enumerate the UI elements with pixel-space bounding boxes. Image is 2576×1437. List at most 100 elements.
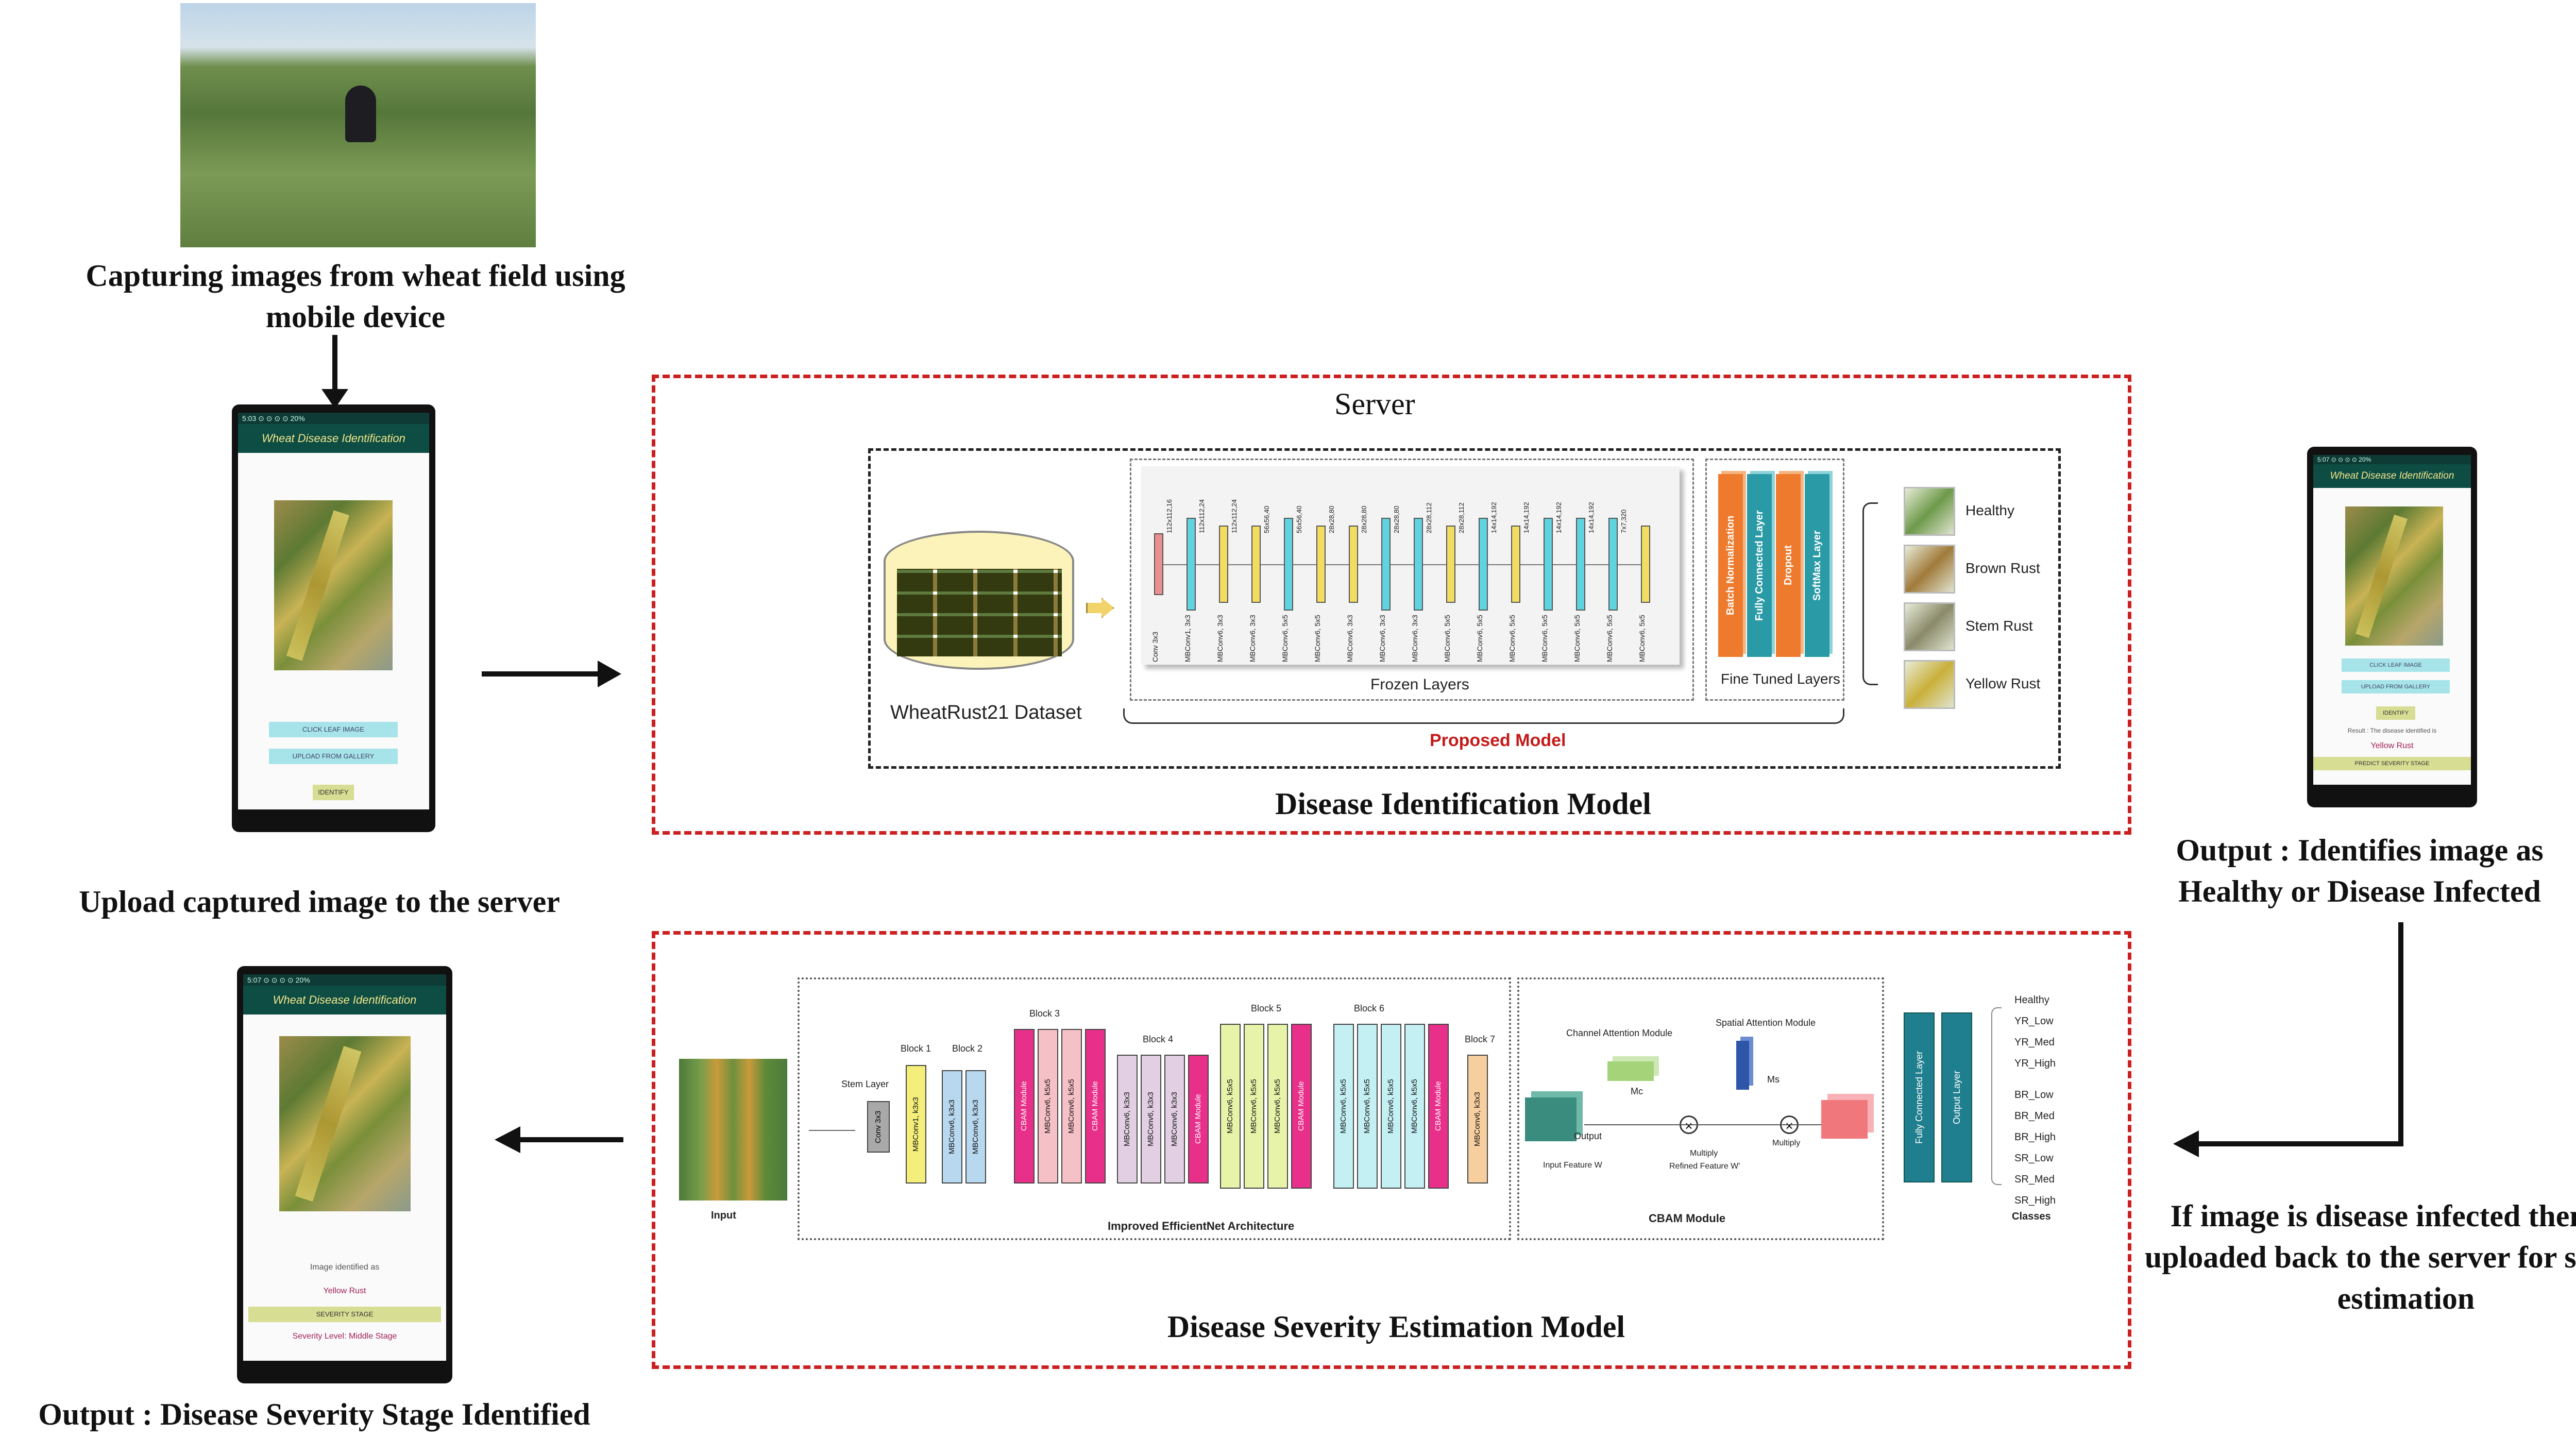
result-value: Yellow Rust — [2370, 741, 2414, 750]
mbconv-label: MBConv6, k5x5 — [1339, 1079, 1348, 1134]
mbconv-layer: MBConv6, k5x5 — [1333, 1024, 1354, 1189]
efficientnet-box — [798, 977, 1511, 1240]
mbconv-label: MBConv6, k5x5 — [1273, 1079, 1282, 1134]
frozen-size-label: 56x56,40 — [1295, 505, 1303, 534]
block-label: Block 4 — [1143, 1034, 1174, 1044]
mbconv-layer: MBConv6, k3x3 — [1141, 1055, 1161, 1184]
arrow-left-severity — [520, 1137, 623, 1142]
phone-severity: 5:07 ⊙ ⊙ ⊙ ⊙ 20% Wheat Disease Identific… — [237, 966, 452, 1383]
severity-class-label: SR_High — [2014, 1195, 2056, 1206]
frozen-size-label: 28x28,80 — [1328, 505, 1335, 534]
class-label: Healthy — [1965, 502, 2014, 518]
server-title: Server — [1334, 387, 1415, 421]
mbconv-label: MBConv6, k5x5 — [1410, 1079, 1419, 1134]
stem-conv-layer: Conv 3x3 — [867, 1101, 890, 1153]
arrow-head-left-severity — [495, 1126, 520, 1153]
cbam-module-layer: CBAM Module — [1085, 1029, 1106, 1184]
class-thumbnail — [1904, 602, 1955, 651]
identified-as-text: Image identified as — [310, 1263, 380, 1272]
frozen-connector — [1618, 564, 1641, 565]
phone-capture: 5:03 ⊙ ⊙ ⊙ ⊙ 20% Wheat Disease Identific… — [232, 404, 435, 832]
cbam-multiply-2: Multiply — [1772, 1139, 1801, 1147]
frozen-layer-label: MBConv6, 5x5 — [1476, 615, 1484, 662]
block-label: Block 6 — [1354, 1003, 1385, 1013]
frozen-connector — [1196, 564, 1219, 565]
frozen-connector — [1423, 564, 1446, 565]
cbam-module-layer: CBAM Module — [1428, 1024, 1449, 1189]
efficientnet-label: Improved EfficientNet Architecture — [1108, 1220, 1295, 1232]
arrow-right-upload — [482, 671, 600, 677]
mbconv-layer: MBConv6, k3x3 — [965, 1070, 986, 1184]
mbconv-layer: MBConv6, k5x5 — [1061, 1029, 1082, 1184]
class-thumbnail — [1904, 487, 1955, 536]
stem-label: Stem Layer — [841, 1079, 889, 1089]
identify-button-2[interactable]: IDENTIFY — [2376, 706, 2415, 720]
severity-class-label: SR_Low — [2014, 1153, 2054, 1164]
cbam-input-cube — [1525, 1097, 1577, 1141]
severity-class-brace — [1991, 1007, 2002, 1185]
frozen-layers-outer — [1130, 459, 1694, 701]
mbconv-label: MBConv6, k3x3 — [1170, 1092, 1179, 1146]
dataset-label: WheatRust21 Dataset — [890, 702, 1082, 723]
class-label: Yellow Rust — [1965, 675, 2041, 691]
identify-button[interactable]: IDENTIFY — [313, 785, 354, 800]
severity-fc-label: Fully Connected Layer — [1914, 1051, 1924, 1144]
mbconv-label: MBConv6, k3x3 — [1473, 1092, 1482, 1146]
frozen-connector — [1520, 564, 1544, 565]
frozen-layer-bar — [1479, 518, 1488, 611]
cbam-title: CBAM Module — [1649, 1212, 1726, 1225]
block-label: Block 7 — [1465, 1034, 1496, 1044]
click-leaf-button[interactable]: CLICK LEAF IMAGE — [269, 722, 398, 737]
frozen-layer-bar — [1641, 526, 1650, 603]
phone-screen-3: 5:07 ⊙ ⊙ ⊙ ⊙ 20% Wheat Disease Identific… — [243, 974, 446, 1361]
fine-tuned-label: Fine Tuned Layers — [1721, 671, 1840, 687]
severity-class-label: Healthy — [2014, 994, 2049, 1006]
identified-disease: Yellow Rust — [323, 1287, 366, 1295]
arrow-down-capture — [332, 335, 337, 392]
block-label: Block 5 — [1251, 1003, 1282, 1013]
upload-gallery-button-2[interactable]: UPLOAD FROM GALLERY — [2342, 680, 2450, 694]
mbconv-layer: MBConv6, k3x3 — [1117, 1055, 1138, 1184]
frozen-size-label: 14x14,192 — [1490, 502, 1498, 533]
block-label: Block 2 — [952, 1043, 983, 1054]
arrow-head-left-reupload — [2173, 1130, 2199, 1157]
tuned-layer-bar: SoftMax Layer — [1805, 474, 1829, 657]
cbam-multiply-1: Multiply — [1690, 1149, 1718, 1158]
frozen-layer-label: Conv 3x3 — [1151, 631, 1159, 662]
frozen-size-label: 28x28,112 — [1425, 502, 1433, 533]
app-title: Wheat Disease Identification — [238, 424, 429, 453]
mbconv-label: MBConv1, k3x3 — [911, 1097, 920, 1152]
frozen-connector — [1488, 564, 1511, 565]
frozen-size-label: 14x14,192 — [1555, 502, 1563, 533]
mbconv-label: MBConv6, k5x5 — [1043, 1079, 1052, 1134]
proposed-model-label: Proposed Model — [1430, 731, 1566, 750]
cbam-module-layer: CBAM Module — [1291, 1024, 1312, 1189]
click-leaf-button-2[interactable]: CLICK LEAF IMAGE — [2342, 658, 2450, 672]
severity-output-label: Output Layer — [1952, 1070, 1962, 1125]
cbam-module-label: CBAM Module — [1434, 1081, 1443, 1131]
frozen-size-label: 112x112,16 — [1165, 499, 1173, 533]
severity-stage-button[interactable]: SEVERITY STAGE — [248, 1307, 441, 1322]
upload-gallery-button[interactable]: UPLOAD FROM GALLERY — [269, 749, 398, 764]
severity-input-image — [679, 1059, 787, 1201]
frozen-layer-bar — [1414, 518, 1423, 611]
mbconv-layer: MBConv1, k3x3 — [906, 1065, 926, 1184]
frozen-layer-bar — [1251, 526, 1261, 603]
cbam-output-label: Output — [1574, 1131, 1602, 1141]
frozen-layer-bar — [1446, 526, 1455, 603]
predict-severity-button[interactable]: PREDICT SEVERITY STAGE — [2313, 757, 2471, 770]
frozen-layer-label: MBConv6, 5x5 — [1605, 615, 1614, 662]
proposed-bracket — [1123, 708, 1844, 724]
frozen-connector — [1293, 564, 1316, 565]
severity-level-text: Severity Level: Middle Stage — [292, 1332, 397, 1341]
frozen-connector — [1391, 564, 1414, 565]
tuned-layer-label: Dropout — [1783, 545, 1794, 586]
tuned-layer-label: Fully Connected Layer — [1754, 510, 1765, 621]
capture-caption: Capturing images from wheat field using … — [86, 259, 625, 334]
severity-input-label: Input — [711, 1210, 736, 1221]
severity-fc-layer: Fully Connected Layer — [1904, 1012, 1935, 1182]
cbam-module-label: CBAM Module — [1020, 1081, 1028, 1131]
frozen-layer-bar — [1349, 526, 1358, 603]
